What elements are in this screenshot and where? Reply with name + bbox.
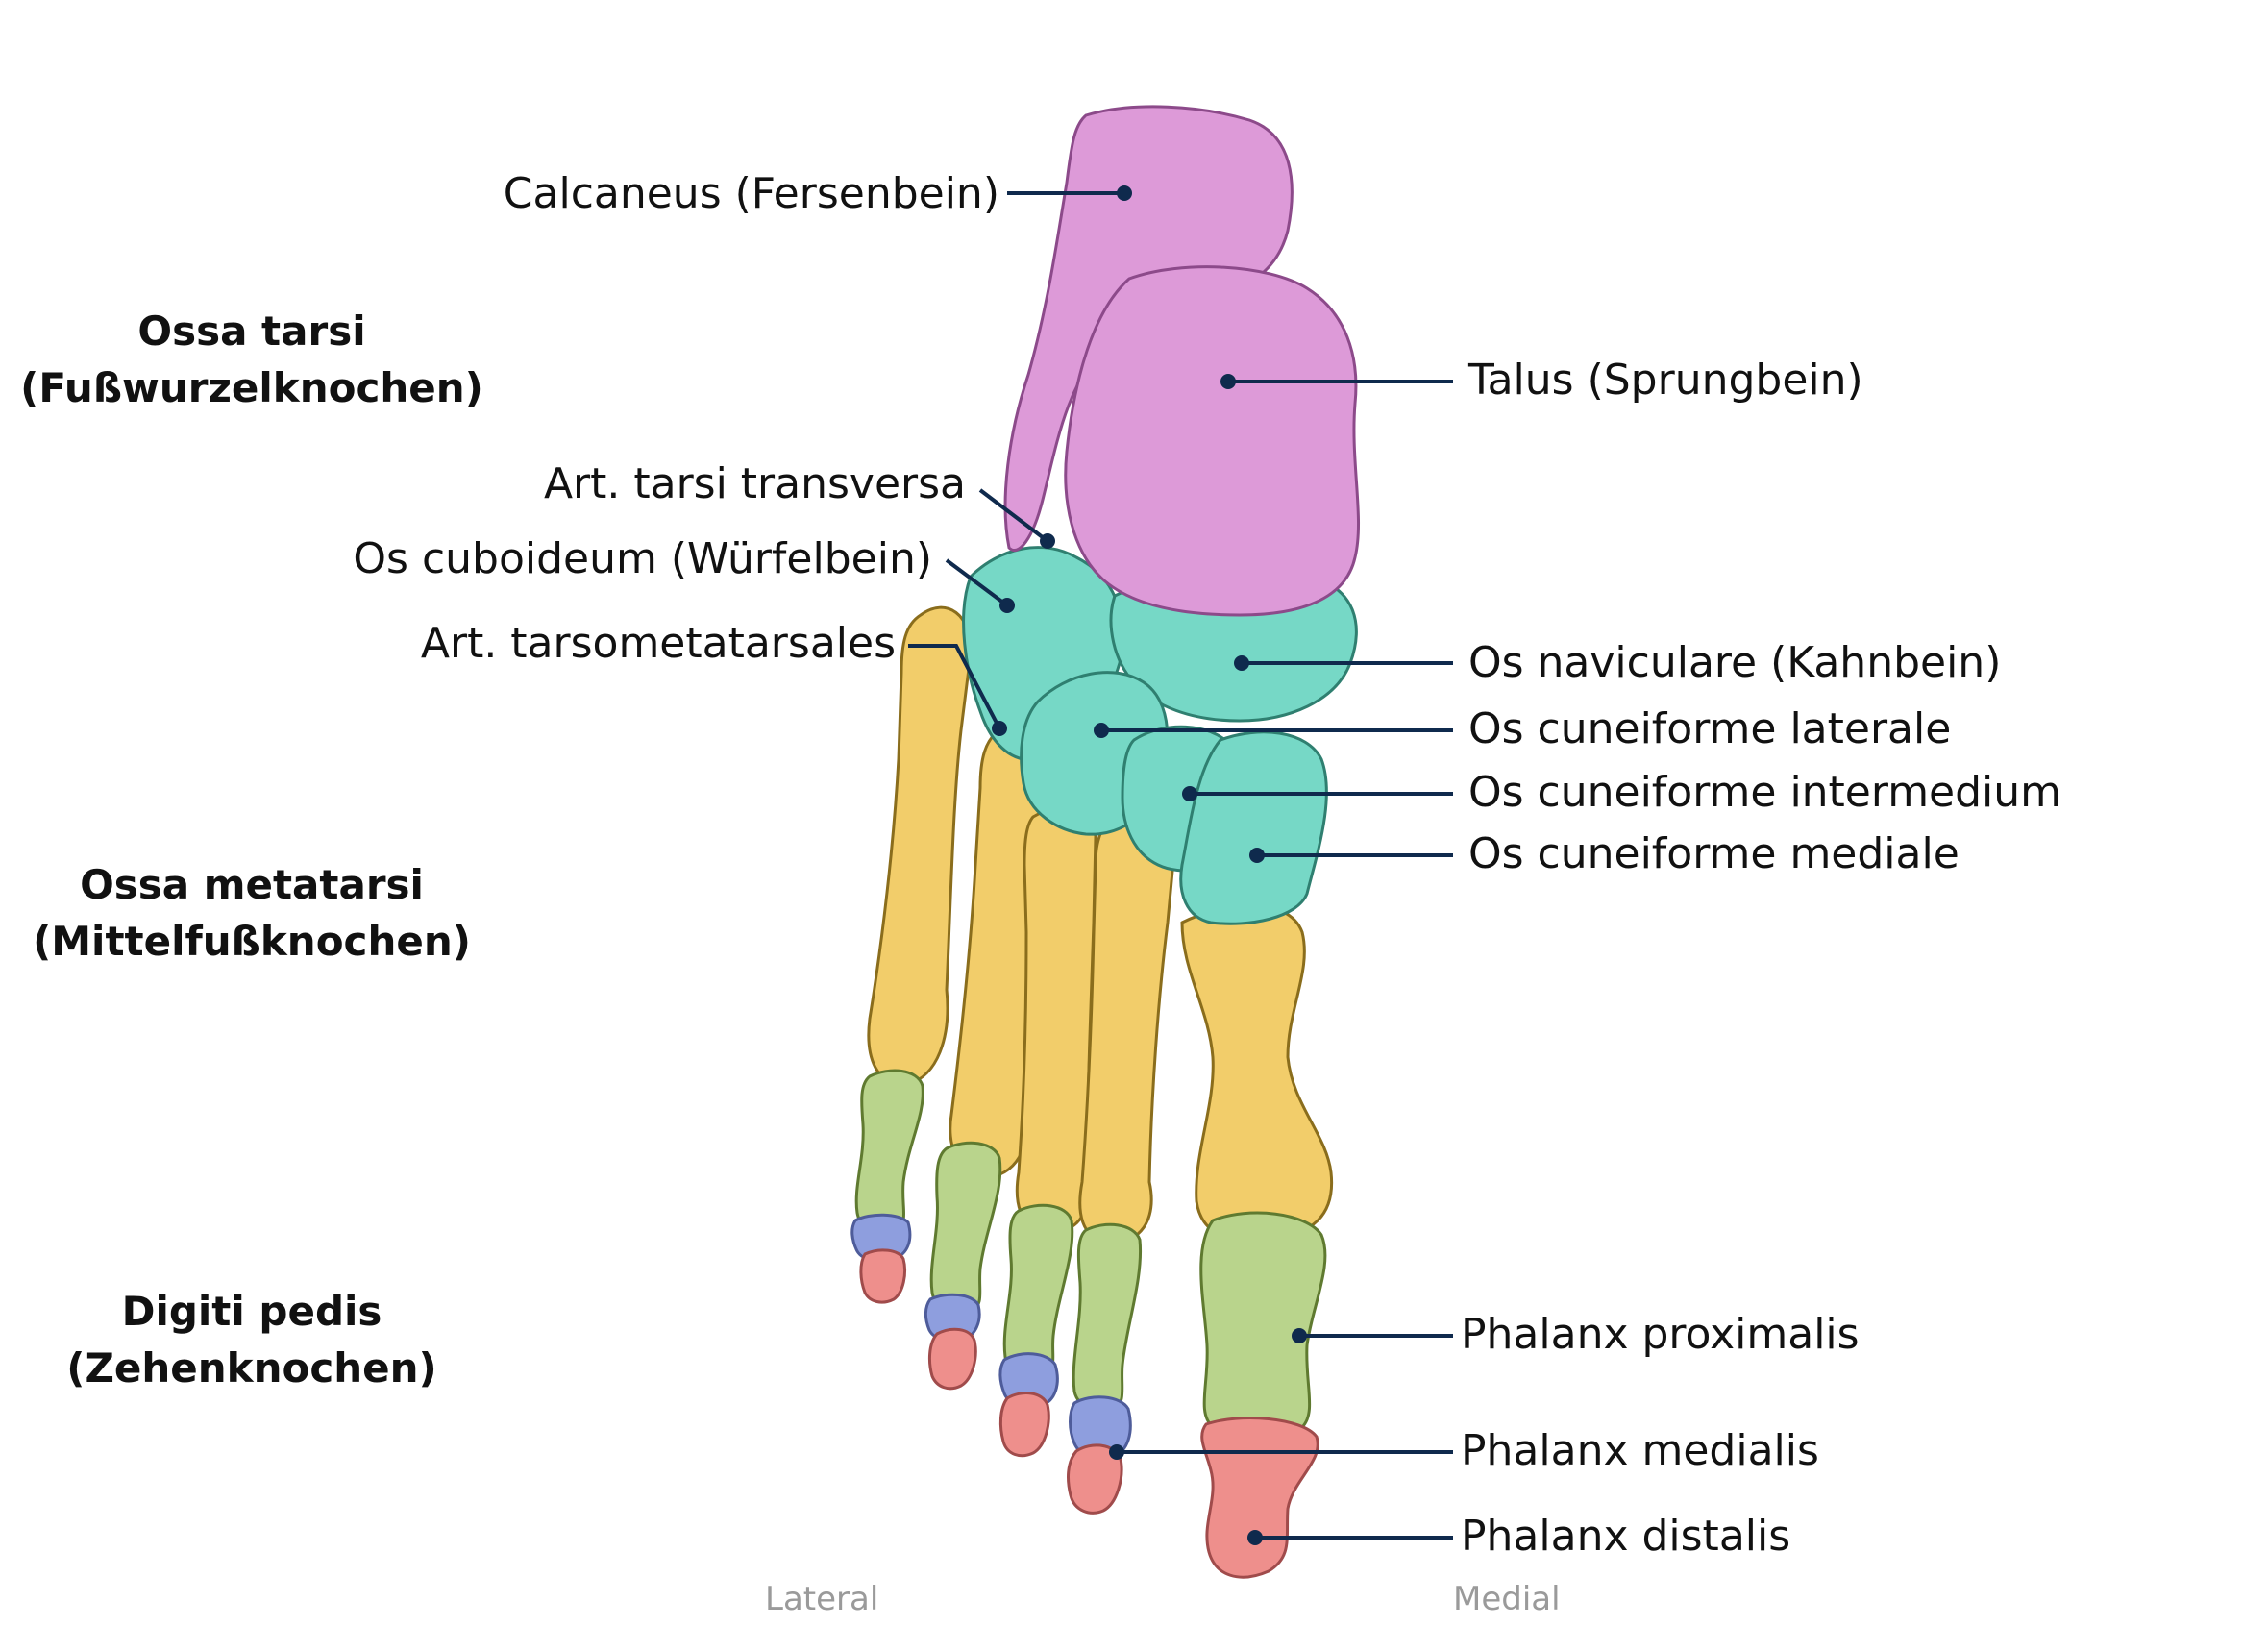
label-cuneiforme-laterale: Os cuneiforme laterale <box>1468 704 1952 753</box>
phalanx-proximalis-4 <box>929 1141 1002 1313</box>
label-cuboideum: Os cuboideum (Würfelbein) <box>353 534 932 583</box>
leader-lines <box>908 191 1453 1540</box>
hindfoot-tarsal-bones <box>1003 105 1360 617</box>
phalanx-proximalis-3 <box>1002 1203 1074 1376</box>
label-naviculare: Os naviculare (Kahnbein) <box>1468 638 2002 687</box>
leader-tarsometatarsales <box>908 644 1001 729</box>
dot-cuneiforme-laterale <box>1094 723 1109 738</box>
leader-dots <box>992 185 1307 1545</box>
os-cuneiforme-mediale <box>1179 730 1328 925</box>
group-ossa-tarsi-title: Ossa tarsi <box>137 308 366 355</box>
label-cuneiforme-intermedium: Os cuneiforme intermedium <box>1468 768 2062 817</box>
orientation-lateral: Lateral <box>765 1580 879 1618</box>
distal-phalanges <box>859 1248 1319 1579</box>
phalanx-proximalis-2 <box>1072 1222 1143 1412</box>
metatarsal-2 <box>1078 818 1176 1244</box>
group-ossa-metatarsi: Ossa metatarsi (Mittelfußknochen) <box>0 857 521 971</box>
phalanx-distalis-4 <box>927 1327 977 1391</box>
group-digiti-pedis: Digiti pedis (Zehenknochen) <box>0 1284 521 1397</box>
metatarsal-1 <box>1180 904 1334 1243</box>
phalanx-proximalis-5 <box>854 1069 924 1233</box>
leader-tarsi-transversa <box>978 488 1049 543</box>
talus <box>1064 265 1360 617</box>
phalanx-distalis-3 <box>998 1392 1050 1458</box>
group-digiti-pedis-subtitle: (Zehenknochen) <box>66 1343 437 1392</box>
dot-cuneiforme-intermedium <box>1182 786 1197 801</box>
phalanx-distalis-5 <box>859 1248 907 1304</box>
dot-cuneiforme-mediale <box>1249 848 1265 863</box>
label-calcaneus: Calcaneus (Fersenbein) <box>503 169 999 218</box>
label-talus: Talus (Sprungbein) <box>1468 356 1863 405</box>
dot-calcaneus <box>1117 185 1132 201</box>
dot-talus <box>1220 374 1236 389</box>
phalanx-proximalis-1 <box>1199 1211 1327 1440</box>
dot-phalanx-proximalis <box>1292 1328 1307 1343</box>
phalanx-distalis-1 <box>1200 1417 1319 1579</box>
dot-phalanx-distalis <box>1247 1530 1263 1545</box>
calcaneus <box>1003 105 1294 552</box>
metatarsal-bones <box>867 605 1334 1244</box>
dot-phalanx-medialis <box>1109 1444 1124 1460</box>
group-ossa-metatarsi-title: Ossa metatarsi <box>80 861 424 908</box>
group-ossa-metatarsi-subtitle: (Mittelfußknochen) <box>33 917 471 965</box>
label-cuneiforme-mediale: Os cuneiforme mediale <box>1468 829 1960 878</box>
dot-tarsi-transversa <box>1040 533 1055 549</box>
dot-naviculare <box>1234 655 1249 671</box>
dot-cuboideum <box>999 598 1015 613</box>
orientation-medial: Medial <box>1453 1580 1561 1618</box>
label-phalanx-proximalis: Phalanx proximalis <box>1461 1310 1860 1359</box>
group-digiti-pedis-title: Digiti pedis <box>121 1288 382 1335</box>
metatarsal-5 <box>867 605 973 1086</box>
label-tarsi-transversa: Art. tarsi transversa <box>543 459 966 508</box>
leader-cuboideum <box>945 558 1009 607</box>
label-phalanx-medialis: Phalanx medialis <box>1461 1426 1819 1475</box>
group-ossa-tarsi-subtitle: (Fußwurzelknochen) <box>20 363 483 411</box>
label-phalanx-distalis: Phalanx distalis <box>1461 1512 1791 1561</box>
group-ossa-tarsi: Ossa tarsi (Fußwurzelknochen) <box>0 304 521 417</box>
label-tarsometatarsales: Art. tarsometatarsales <box>420 619 896 668</box>
dot-tarsometatarsales <box>992 721 1007 736</box>
